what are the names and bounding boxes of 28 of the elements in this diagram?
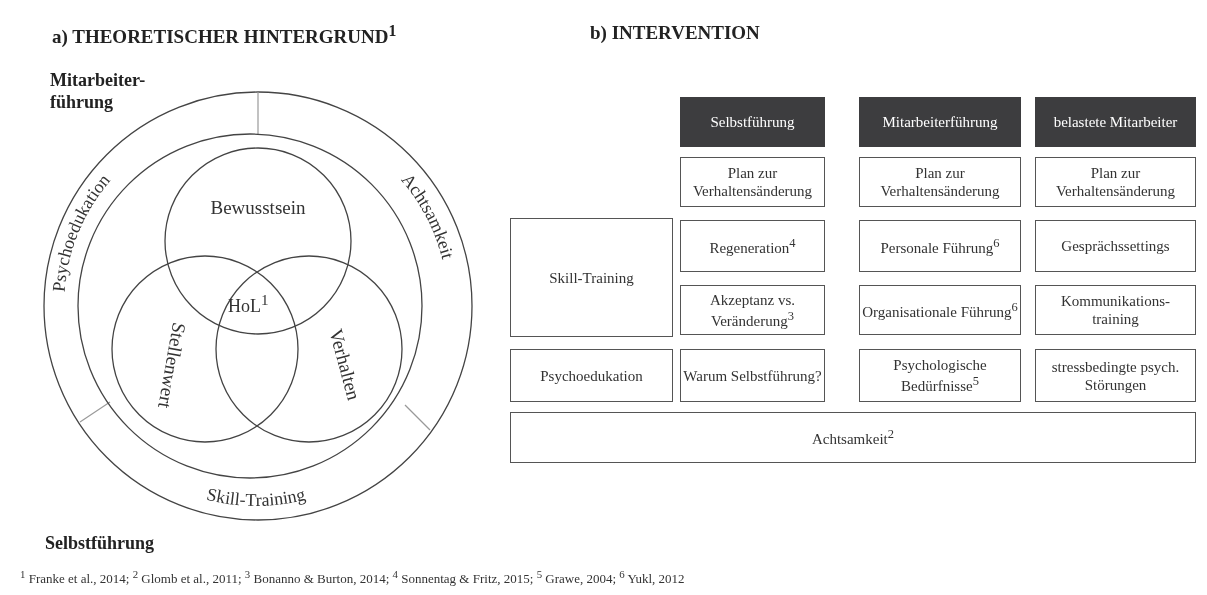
content-box: Plan zur Verhaltensänderung	[859, 157, 1021, 207]
content-box: Akzeptanz vs. Veränderung$^{3}$	[680, 285, 825, 335]
content-box: stressbedingte psych. Störungen	[1035, 349, 1196, 402]
header-box: Mitarbeiterführung	[859, 97, 1021, 147]
axis-label: Mitarbeiter- führung	[50, 70, 147, 114]
footnote: $^{1}$ Franke et al., 2014; $^{2}$ Glomb et al., 2011; $^{3}$ Bonanno & Burton, 2014; $^{4}$ Sonnentag & Fritz, 2015; $^{5}$ Grawe, 2004; $^{6}$ Yukl, 2012	[20, 568, 685, 587]
content-box: Personale Führung$^{6}$	[859, 220, 1021, 272]
content-box: Gesprächssettings	[1035, 220, 1196, 272]
intersection-label: HoL$^{1}$	[228, 292, 269, 317]
content-box: Psychologische Bedürfnisse$^{5}$	[859, 349, 1021, 402]
circle-label: Stellenwert	[154, 320, 190, 410]
row-label-box: Psychoedukation	[510, 349, 673, 402]
base-box: Achtsamkeit$^{2}$	[510, 412, 1196, 463]
section-heading: b) INTERVENTION	[590, 22, 760, 45]
content-box: Regeneration$^{4}$	[680, 220, 825, 272]
content-box: Plan zur Verhaltensänderung	[1035, 157, 1196, 207]
row-label-box: Skill-Training	[510, 218, 673, 337]
ring-label: Skill-Training	[204, 484, 308, 510]
circle-label: Verhalten	[325, 326, 365, 403]
content-box: Plan zur Verhaltensänderung	[680, 157, 825, 207]
axis-label: Selbstführung	[45, 533, 155, 555]
content-box: Organisationale Führung$^{6}$	[859, 285, 1021, 335]
header-box: belastete Mitarbeiter	[1035, 97, 1196, 147]
circle-label: Bewusstsein	[210, 197, 306, 219]
header-box: Selbstführung	[680, 97, 825, 147]
section-heading: a) THEORETISCHER HINTERGRUND$^{1}$	[52, 22, 397, 50]
content-box: Warum Selbstführung?	[680, 349, 825, 402]
content-box: Kommunikations- training	[1035, 285, 1196, 335]
